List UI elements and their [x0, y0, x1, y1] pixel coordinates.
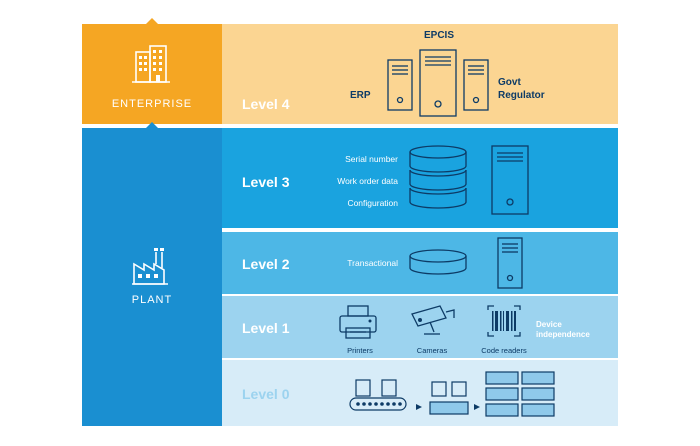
data-item-serial-number: Serial number: [345, 154, 398, 164]
data-item-transactional: Transactional: [347, 258, 398, 268]
data-item-configuration: Configuration: [347, 198, 398, 208]
office-building-icon: [132, 45, 170, 83]
epcis-label: EPCIS: [423, 30, 454, 41]
device-code-readers-label: Code readers: [481, 346, 527, 355]
enterprise-label: ENTERPRISE: [111, 98, 193, 110]
data-item-work-order: Work order data: [337, 176, 398, 186]
level-0-label: Level 0: [242, 386, 290, 402]
level-2-label: Level 2: [242, 256, 290, 272]
device-independence-note: Device independence: [536, 320, 590, 339]
plant-label: PLANT: [131, 294, 173, 306]
level-3-label: Level 3: [242, 174, 290, 190]
level-4-label: Level 4: [242, 96, 290, 112]
level-1-band: Level 1: [222, 296, 618, 358]
level-1-label: Level 1: [242, 320, 290, 336]
device-cameras-label: Cameras: [416, 346, 448, 355]
device-printers-label: Printers: [347, 346, 373, 355]
plant-block: [82, 128, 222, 426]
erp-label: ERP: [350, 90, 371, 101]
level-3-band: Level 3: [222, 128, 618, 228]
level-2-band: Level 2: [222, 232, 618, 294]
factory-icon: [132, 248, 168, 285]
govt-regulator-label: Govt Regulator: [498, 77, 545, 101]
enterprise-block: [82, 24, 222, 124]
